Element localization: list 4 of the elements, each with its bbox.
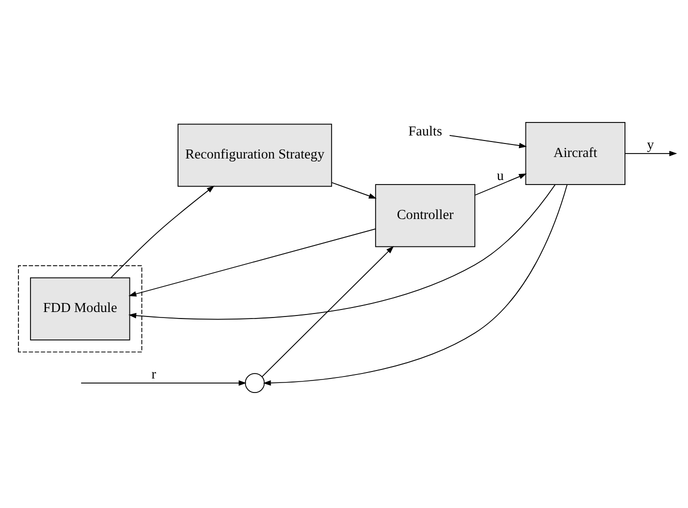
edge-label: y [646,136,654,152]
node-text: Faults [408,122,442,138]
edge-label: u [496,168,504,183]
edge-label: r [152,366,156,382]
